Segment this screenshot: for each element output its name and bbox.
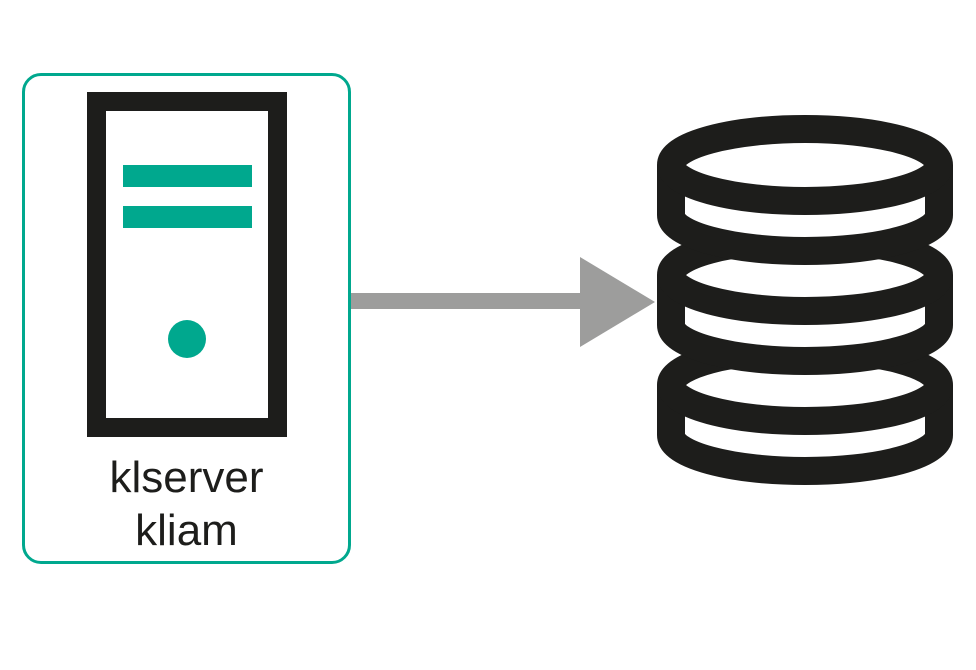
arrow-shaft (351, 293, 583, 309)
server-vent-bar-top (123, 165, 252, 187)
server-tower-icon (87, 92, 287, 437)
server-power-dot (168, 320, 206, 358)
database-disk-bottom (657, 335, 953, 485)
server-label: klserver kliam (22, 451, 351, 557)
server-vent-bar-bottom (123, 206, 252, 228)
database-icon (657, 115, 953, 485)
database-disk-top (657, 115, 953, 265)
server-label-line2: kliam (135, 506, 238, 555)
server-label-line1: klserver (109, 453, 264, 502)
arrow-right-icon (351, 257, 655, 347)
arrow-head (580, 257, 655, 347)
